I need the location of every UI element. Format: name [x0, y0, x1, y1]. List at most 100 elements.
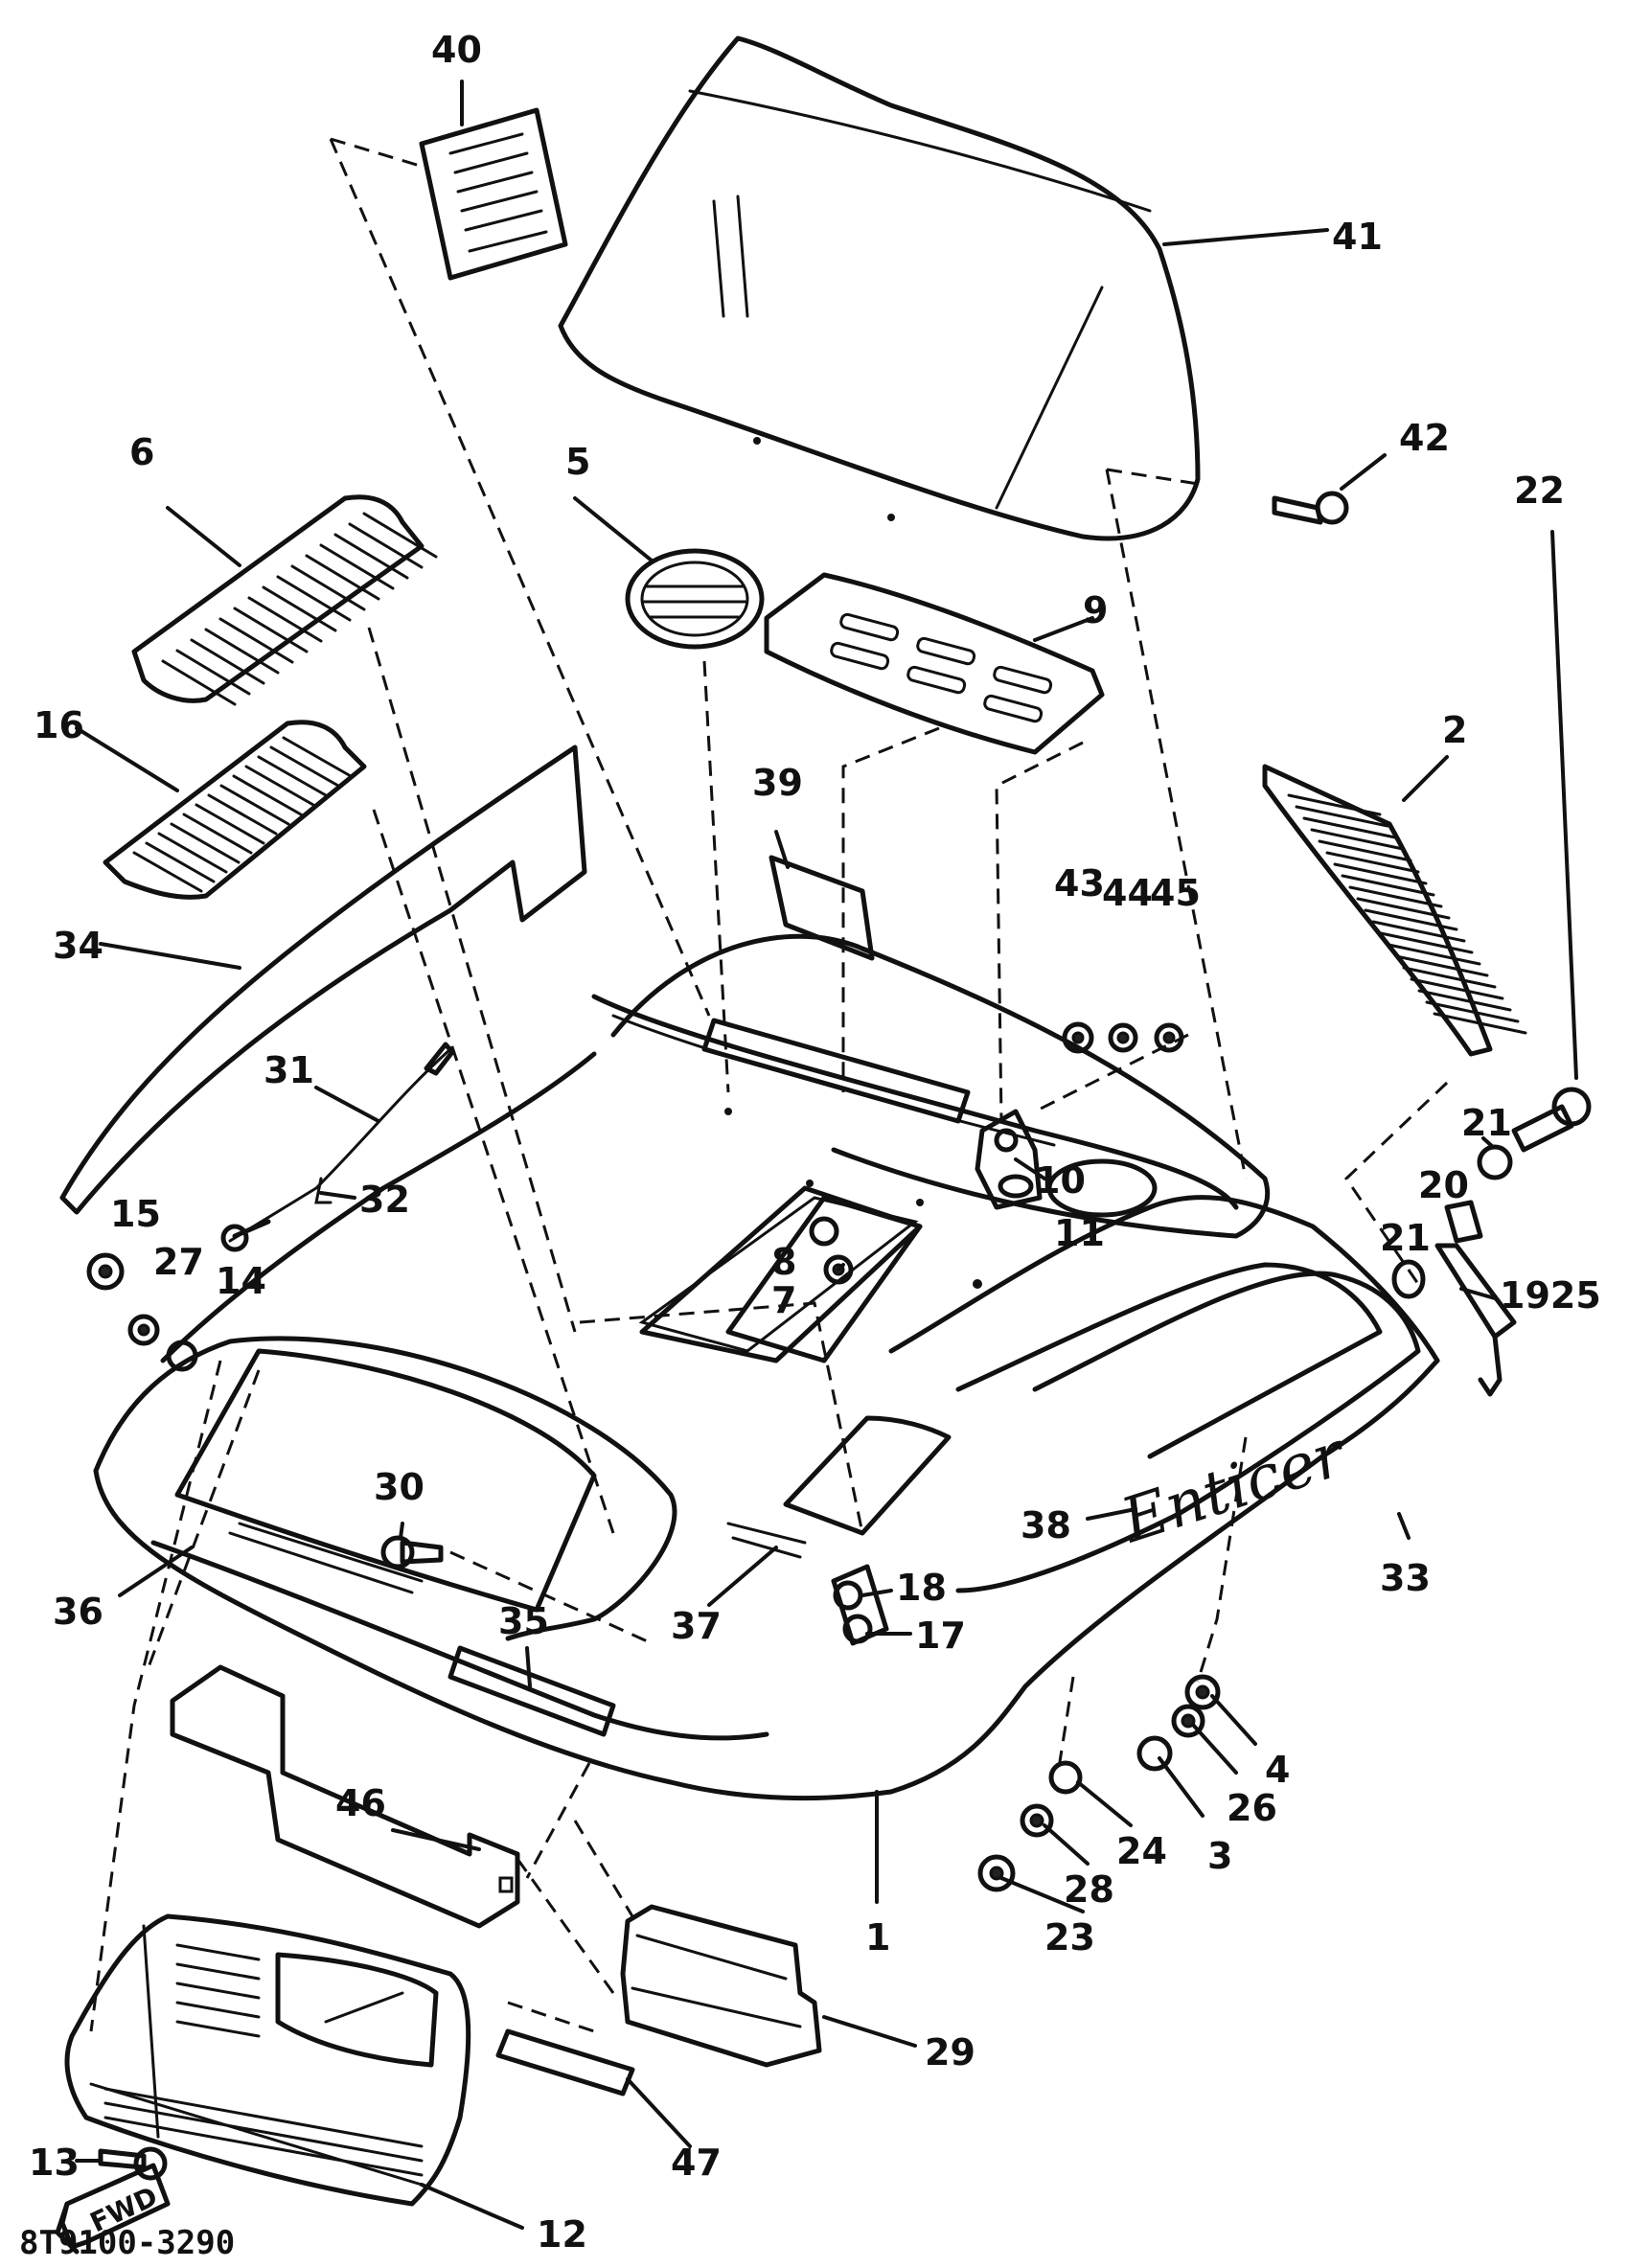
vent-slat — [282, 736, 353, 778]
callout-16: 16 — [34, 704, 84, 746]
callout-21-bottom: 21 — [1380, 1217, 1431, 1259]
callout-33: 33 — [1380, 1557, 1431, 1599]
part-9-vent-plate — [764, 572, 1105, 755]
vent-slat — [257, 755, 328, 797]
vent-slat — [290, 564, 366, 611]
vent-slat — [233, 607, 309, 653]
part-40-label — [419, 107, 568, 281]
vent-slat — [244, 765, 315, 807]
callout-47: 47 — [671, 2142, 722, 2184]
vent-slat — [319, 543, 395, 590]
callout-40: 40 — [431, 29, 482, 71]
part-18-17-grommets — [831, 1564, 889, 1646]
callout-24: 24 — [1116, 1830, 1167, 1872]
callout-35: 35 — [498, 1600, 549, 1642]
part-46-bracket — [170, 1664, 520, 1929]
vent-slat — [1364, 908, 1458, 931]
vent-slat — [1325, 851, 1420, 874]
callout-46: 46 — [335, 1782, 386, 1824]
part-3-4-23-28-nuts — [977, 1674, 1221, 1892]
callout-30: 30 — [374, 1466, 424, 1508]
callout-3: 3 — [1207, 1835, 1232, 1877]
vent-slat — [333, 533, 409, 580]
vent-slat — [219, 784, 290, 826]
vent-slat — [1295, 805, 1389, 828]
vent-slat — [1417, 989, 1512, 1012]
part-30-screw — [380, 1535, 444, 1569]
callout-28: 28 — [1064, 1868, 1114, 1911]
callout-12: 12 — [537, 2213, 587, 2256]
vent-slat — [207, 793, 278, 836]
vent-slat — [269, 745, 340, 788]
vent-slat — [1379, 931, 1474, 954]
vent-slat — [195, 803, 265, 845]
part-37-emblem — [726, 1522, 807, 1559]
vent-slat — [1356, 897, 1451, 920]
callout-26: 26 — [1227, 1787, 1277, 1829]
callout-9: 9 — [1083, 589, 1108, 631]
part-1-hood — [93, 933, 1440, 1801]
vent-slat — [1310, 828, 1405, 851]
part-8-7-fasteners — [809, 1216, 854, 1285]
part-19-25-bracket-hardware — [1391, 1144, 1517, 1397]
vent-slat — [1318, 839, 1412, 862]
callout-29: 29 — [925, 2031, 975, 2073]
part-39-bracket — [769, 855, 875, 961]
vent-slat — [1425, 1000, 1520, 1023]
callout-27: 27 — [153, 1241, 204, 1283]
part-14-15-27-nuts — [86, 1252, 198, 1372]
part-6-vent-grille — [131, 494, 438, 706]
part-47-decal — [495, 2028, 635, 2096]
callout-2: 2 — [1442, 709, 1467, 751]
callout-10: 10 — [1035, 1159, 1086, 1202]
callout-17: 17 — [915, 1615, 966, 1657]
part-22-bolt — [1511, 1087, 1592, 1153]
vent-slat — [362, 512, 438, 559]
callout-41: 41 — [1332, 216, 1383, 258]
part-41-windshield — [558, 35, 1201, 541]
callout-15: 15 — [110, 1193, 161, 1235]
callout-5: 5 — [565, 441, 590, 483]
diagram-reference: 8T9100-3290 — [19, 2224, 235, 2262]
vent-slat — [1287, 793, 1382, 816]
callout-38: 38 — [1021, 1504, 1071, 1546]
model-script-text: Enticer — [1113, 1418, 1356, 1557]
vent-slat — [1433, 1012, 1527, 1035]
vent-slat — [1302, 816, 1397, 839]
callout-39: 39 — [752, 762, 803, 804]
callout-43: 43 — [1054, 862, 1105, 905]
callout-44: 44 — [1102, 872, 1153, 914]
callout-11: 11 — [1054, 1212, 1105, 1254]
part-10-11-grommets — [975, 1109, 1043, 1210]
callout-22: 22 — [1514, 470, 1565, 512]
part-12-headlight — [64, 1913, 471, 2207]
vent-slat — [232, 774, 303, 816]
vent-slat — [170, 822, 241, 864]
callout-14: 14 — [216, 1260, 266, 1302]
callout-37: 37 — [671, 1605, 722, 1647]
leader-lines — [75, 80, 1578, 2230]
part-34-trim-strip — [59, 745, 587, 1215]
vent-slat — [145, 841, 216, 883]
callout-6: 6 — [129, 431, 154, 473]
vent-slat — [1410, 977, 1504, 1000]
callout-8: 8 — [771, 1241, 796, 1283]
vent-slat — [276, 575, 352, 622]
callout-4: 4 — [1265, 1749, 1290, 1791]
assembly-guide-lines — [89, 137, 1449, 2033]
vent-slat — [247, 596, 323, 643]
vent-slat — [1341, 874, 1435, 897]
vent-slat — [132, 851, 203, 893]
part-16-vent-grille — [103, 720, 367, 900]
vent-slat — [182, 813, 253, 855]
callout-34: 34 — [53, 925, 103, 967]
callout-7: 7 — [771, 1279, 796, 1321]
callout-21-top: 21 — [1461, 1102, 1512, 1144]
part-29-bracket — [620, 1904, 822, 2068]
vent-slat — [161, 659, 237, 706]
callout-1925: 1925 — [1500, 1274, 1601, 1317]
vent-slat — [157, 832, 228, 874]
callout-13: 13 — [29, 2142, 80, 2184]
vent-slat — [1348, 885, 1443, 908]
